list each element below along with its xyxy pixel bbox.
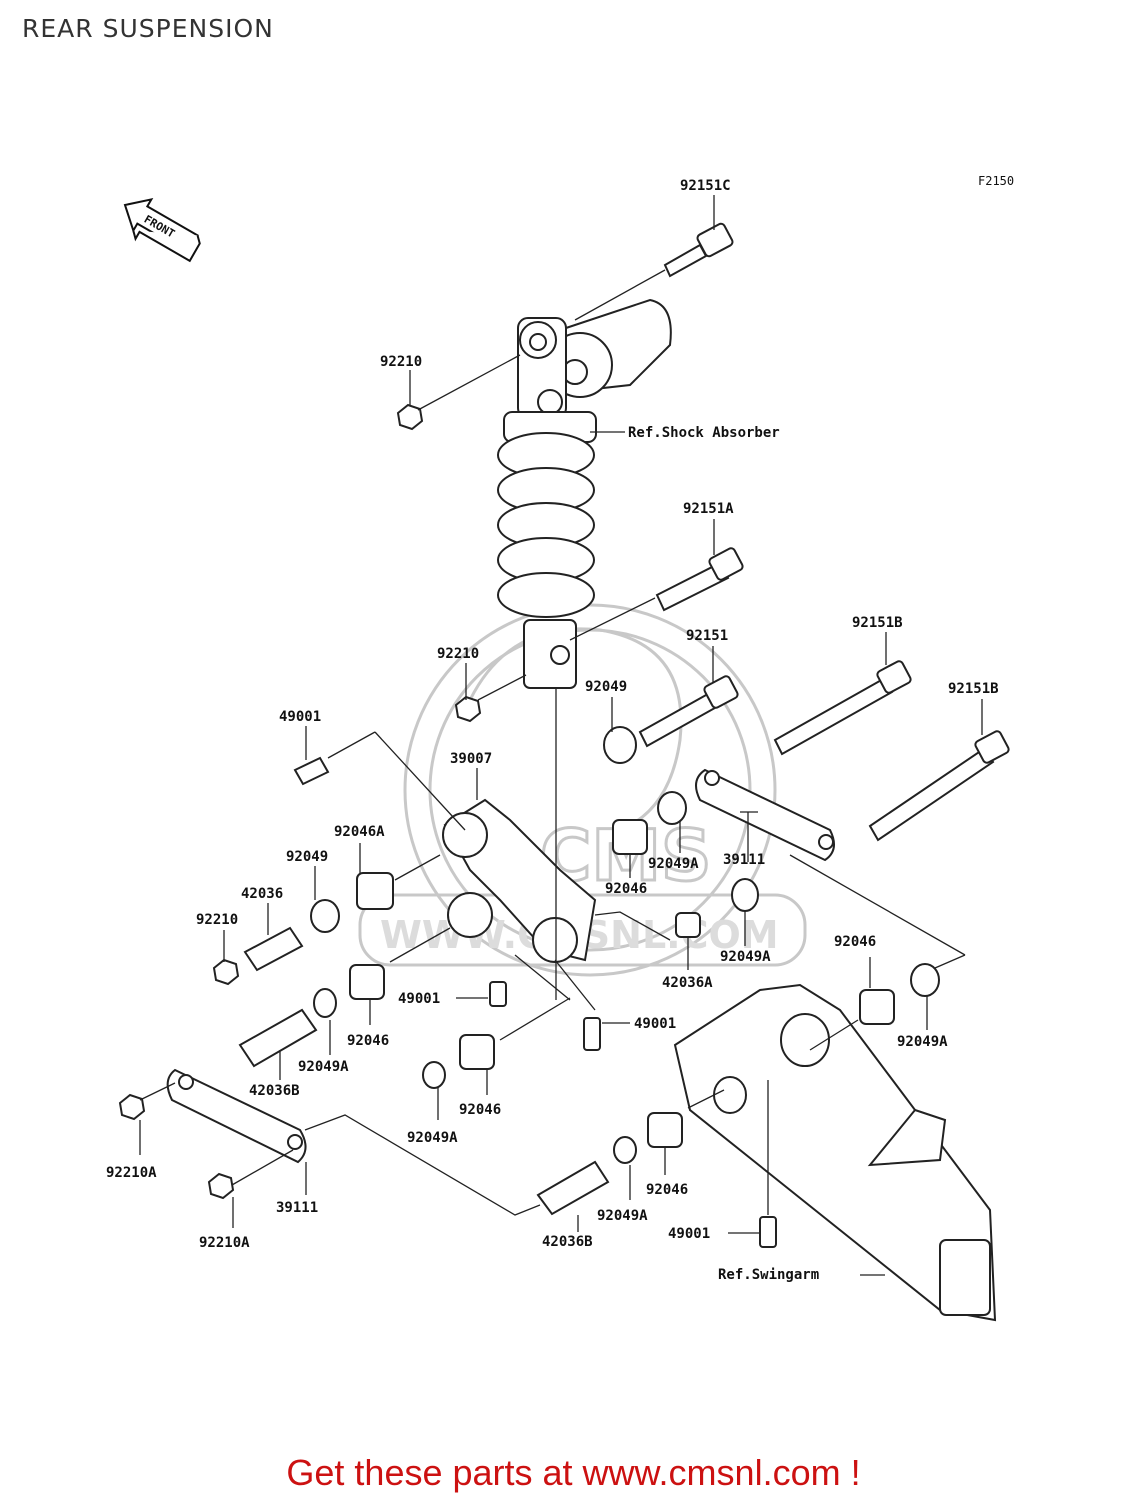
grease-nipple-49001-3 bbox=[583, 1017, 601, 1051]
part-label: 92049 bbox=[585, 679, 627, 695]
bearing-92046-4 bbox=[859, 989, 895, 1025]
part-label: 92046 bbox=[834, 934, 876, 950]
tie-rod-39111-lower bbox=[166, 1068, 307, 1164]
part-label: 49001 bbox=[668, 1226, 710, 1242]
washer-92049a-5 bbox=[910, 963, 940, 997]
part-label: 39007 bbox=[450, 751, 492, 767]
tie-rod-39111-upper bbox=[695, 768, 835, 862]
part-label: 92049A bbox=[897, 1034, 948, 1050]
washer-92049a-1 bbox=[313, 988, 337, 1018]
collar-42036b-1 bbox=[238, 1008, 318, 1068]
part-label: 92210 bbox=[437, 646, 479, 662]
bolt-92151b-upper bbox=[773, 660, 912, 756]
bearing-92046-2 bbox=[612, 819, 648, 855]
part-label: 92046 bbox=[347, 1033, 389, 1049]
part-label: 39111 bbox=[723, 852, 765, 868]
part-label: 92046 bbox=[459, 1102, 501, 1118]
front-arrow-icon: FRONT bbox=[123, 197, 201, 263]
bearing-92046-5 bbox=[647, 1112, 683, 1148]
nut-92210a-2 bbox=[207, 1172, 235, 1200]
shock-absorber bbox=[497, 298, 672, 689]
part-labels: 92151C 92210 92151A 92210 92151 92151B 9… bbox=[106, 178, 999, 1251]
nut-92210a-1 bbox=[118, 1093, 146, 1121]
part-label: 49001 bbox=[279, 709, 321, 725]
ref-swingarm: Ref.Swingarm bbox=[718, 1267, 819, 1283]
part-label: 92049A bbox=[407, 1130, 458, 1146]
part-label: 92049A bbox=[298, 1059, 349, 1075]
part-label: 92151B bbox=[852, 615, 903, 631]
part-label: 42036 bbox=[241, 886, 283, 902]
grease-nipple-49001-4 bbox=[759, 1216, 777, 1248]
parts-diagram: CMS WWW.CMSNL.COM FRONT bbox=[106, 178, 1010, 1322]
collar-42036 bbox=[243, 926, 304, 972]
part-label: 49001 bbox=[398, 991, 440, 1007]
part-label: 92046A bbox=[334, 824, 385, 840]
bearing-92046a bbox=[356, 872, 394, 910]
part-label: 92049 bbox=[286, 849, 328, 865]
washer-92049a-3 bbox=[731, 878, 759, 912]
bolt-92151 bbox=[638, 675, 739, 748]
figure-code: F2150 bbox=[978, 174, 1015, 188]
footer-promo-text[interactable]: Get these parts at www.cmsnl.com ! bbox=[286, 1452, 861, 1493]
page-title: REAR SUSPENSION bbox=[22, 14, 274, 43]
washer-92049-top bbox=[603, 726, 637, 764]
washer-92049a-2 bbox=[657, 791, 687, 825]
collar-42036a bbox=[675, 912, 701, 938]
part-label: 92151A bbox=[683, 501, 734, 517]
bolt-92151a bbox=[655, 547, 744, 612]
grease-nipple-49001-1 bbox=[293, 756, 330, 786]
part-label: 92049A bbox=[597, 1208, 648, 1224]
nut-92210-mid bbox=[454, 695, 482, 723]
rocker-arm-39007 bbox=[442, 798, 597, 963]
bearing-92046-3 bbox=[459, 1034, 495, 1070]
part-label: 92210 bbox=[380, 354, 422, 370]
part-label: 92151 bbox=[686, 628, 728, 644]
washer-92049a-6 bbox=[613, 1136, 637, 1164]
part-label: 92049A bbox=[648, 856, 699, 872]
part-label: 92210A bbox=[199, 1235, 250, 1251]
bolt-92151c bbox=[663, 222, 734, 278]
part-label: 92210A bbox=[106, 1165, 157, 1181]
shock-spring bbox=[497, 432, 595, 618]
part-label: 49001 bbox=[634, 1016, 676, 1032]
bearing-92046-1 bbox=[349, 964, 385, 1000]
grease-nipple-49001-2 bbox=[489, 981, 507, 1007]
leader-lines bbox=[139, 195, 983, 1276]
part-label: 92210 bbox=[196, 912, 238, 928]
part-label: 92049A bbox=[720, 949, 771, 965]
collar-42036b-2 bbox=[536, 1160, 610, 1216]
ref-shock-absorber: Ref.Shock Absorber bbox=[628, 425, 780, 441]
part-label: 92046 bbox=[605, 881, 647, 897]
nut-92210-top bbox=[396, 403, 424, 431]
part-label: 42036A bbox=[662, 975, 713, 991]
swingarm bbox=[673, 983, 997, 1322]
washer-92049-left bbox=[310, 899, 340, 933]
nut-92210-left bbox=[212, 958, 240, 986]
washer-92049a-4 bbox=[422, 1061, 446, 1089]
bolt-92151b-lower bbox=[868, 730, 1010, 842]
part-label: 39111 bbox=[276, 1200, 318, 1216]
part-label: 92151B bbox=[948, 681, 999, 697]
part-label: 42036B bbox=[542, 1234, 593, 1250]
part-label: 92151C bbox=[680, 178, 731, 194]
part-label: 92046 bbox=[646, 1182, 688, 1198]
part-label: 42036B bbox=[249, 1083, 300, 1099]
